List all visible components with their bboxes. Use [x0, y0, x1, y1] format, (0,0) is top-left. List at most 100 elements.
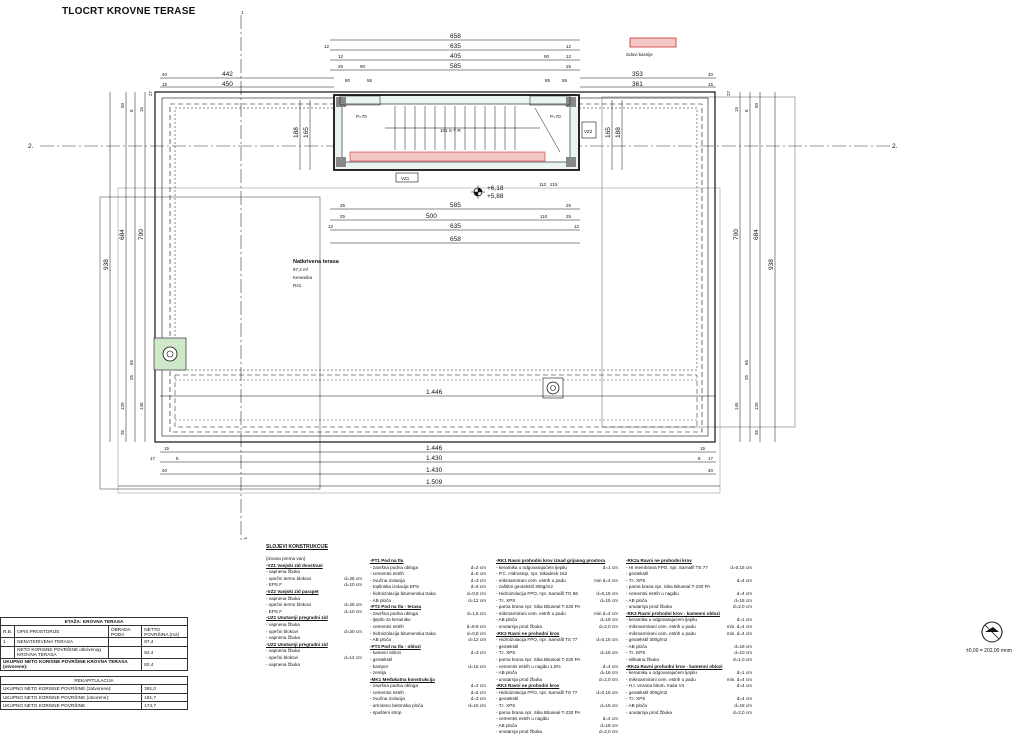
legend-row-value: d=4 cm	[602, 663, 618, 669]
legend-row-value: d=25 cm	[344, 575, 362, 581]
svg-text:15: 15	[162, 82, 168, 87]
svg-text:15: 15	[164, 446, 170, 451]
table-row: 1 NENATKRIVENA TERASA 87,4	[0, 637, 188, 647]
legend-row: - Hidroizolacija FPO, npr. Sarnafil TS 7…	[496, 637, 618, 644]
legend-row-label: - geotekstil 300g/m2	[626, 689, 668, 695]
stair-treads	[385, 106, 561, 153]
legend-row-label: - opečni termo blokovi	[266, 575, 311, 581]
svg-text:1.446: 1.446	[426, 445, 443, 452]
svg-text:17: 17	[150, 456, 156, 461]
legend-row-label: - AB ploča	[496, 722, 517, 728]
legend-row-value: d=4 cm	[736, 590, 752, 596]
legend-row-label: - EPS F	[266, 608, 283, 614]
svg-text:12: 12	[566, 44, 572, 49]
legend-row-label: - keramika u odgovarajućem ljepilu	[626, 670, 697, 676]
legend-row-value: d=18 cm	[734, 703, 752, 709]
legend-row-label: - AB ploča	[370, 637, 391, 643]
svg-text:120: 120	[120, 402, 125, 410]
door-dim-b: 215	[550, 182, 558, 187]
svg-text:12: 12	[324, 44, 330, 49]
legend-row: -MK1 Međukatna konstrukcija	[370, 677, 486, 684]
svg-text:25: 25	[340, 203, 346, 208]
svg-text:635: 635	[450, 223, 461, 230]
legend-row: - Hidroizolacija FPO, npr. Sarnafil TG 6…	[496, 591, 618, 598]
elevation-top: +6,18	[487, 185, 504, 192]
legend-row: - kampor d=15 cm	[370, 664, 486, 671]
svg-text:50: 50	[754, 102, 759, 108]
legend-row-value: d=10 cm	[344, 608, 362, 614]
legend-row-label: - H.I. vezana bitum. traka V4	[626, 683, 685, 689]
legend-row-value: d=1 cm	[602, 564, 618, 570]
svg-text:27: 27	[148, 90, 153, 96]
axis-label-right: 2.	[892, 143, 898, 150]
legend-row: -RK2 Ravni ne prohodni krov	[496, 631, 618, 638]
elevation-bottom: +5,88	[487, 193, 504, 200]
legend-row-label: - zemlja	[370, 670, 387, 676]
axis-label-top: 1	[241, 10, 244, 15]
legend-row: - zemlja	[370, 670, 486, 677]
legend-row-label: -RK1 Ravni prohodni krov iznad grijanog …	[496, 558, 605, 563]
legend-row-label: - cementni estrih u nagibu	[496, 716, 549, 722]
legend-row-label: - kampor	[370, 663, 389, 669]
legend-row: - geotekstil	[370, 657, 486, 664]
svg-text:145: 145	[734, 402, 739, 410]
bottom-dimension-lines	[118, 395, 720, 487]
legend-row-label: - AB ploča	[370, 597, 391, 603]
legend-row-value: d=2,0 cm	[732, 709, 752, 715]
table-row: NETO KORISNE POVRŠINE otkrivenog KROVNA …	[0, 645, 188, 659]
svg-text:15: 15	[734, 106, 739, 112]
legend-row-value: d=5 cm	[470, 571, 486, 577]
legend-row: -RK3 Ravni ne prohodni krov	[496, 683, 618, 690]
legend-row: - parna brana npr. Sika Bituseal T-230 P…	[626, 584, 752, 591]
svg-text:55: 55	[367, 78, 373, 83]
legend-row-label: - vapnena žbuka	[266, 621, 300, 627]
stair-text: 101 S·T·R	[440, 128, 462, 133]
construction-layers-legend: SLOJEVI KONSTRUKCIJE (izvana prema van)-…	[0, 540, 1024, 753]
svg-text:65: 65	[744, 359, 749, 365]
legend-row-label: - geotekstil	[496, 643, 519, 649]
legend-row-value: d=3 cm	[470, 650, 486, 656]
legend-row: -RK3 Ravni prohodni krov - kamenni obloz…	[626, 611, 752, 618]
legend-row-label: - cementni estrih	[370, 571, 404, 577]
svg-text:353: 353	[632, 71, 643, 78]
legend-row-label: - zvučna izolacija	[370, 696, 405, 702]
area-header-obrada: OBRADA PODA	[107, 625, 143, 639]
svg-text:658: 658	[450, 236, 461, 243]
svg-text:110: 110	[540, 214, 548, 219]
legend-row-label: - parna brana npr. Sika Bituseal T-230 P…	[496, 709, 581, 715]
svg-text:15: 15	[700, 446, 706, 451]
legend-row: -PT3 Pod na tlu - oblozi	[370, 644, 486, 651]
legend-row: - vapnena žbuka	[266, 662, 362, 669]
svg-text:1.446: 1.446	[426, 389, 443, 396]
area-table: ETAŽA: KROVNA TERASA R.B. OPIS PROSTORIJ…	[0, 616, 188, 710]
legend-row-value: d=3 cm	[470, 696, 486, 702]
elevation-marker	[471, 185, 485, 199]
legend-row-value: d=4 cm	[736, 696, 752, 702]
legend-row-value: d=2 cm	[470, 683, 486, 689]
svg-text:85: 85	[545, 78, 551, 83]
legend-row-value: d=0,15 cm	[596, 590, 618, 596]
legend-row: - geotekstil	[496, 644, 618, 651]
legend-row-label: - Hidroizolacija FPO, npr. Sarnafil TG 6…	[496, 590, 578, 596]
stair-wall-later	[349, 151, 546, 162]
legend-row-value: d=2,0 cm	[732, 604, 752, 610]
legend-row: (izvana prema van)	[266, 556, 362, 563]
legend-row-value: d=18 cm	[734, 643, 752, 649]
legend-row-label: -RK4a Ravni prohodni krov - kamenni oblo…	[626, 663, 723, 669]
legend-row-value: d=12 cm	[468, 637, 486, 643]
svg-text:12: 12	[328, 224, 334, 229]
legend-row-label: - vapnena žbuka	[266, 648, 300, 654]
legend-row-value: d=15 cm	[468, 663, 486, 669]
terrace-gutter-area	[174, 374, 698, 428]
